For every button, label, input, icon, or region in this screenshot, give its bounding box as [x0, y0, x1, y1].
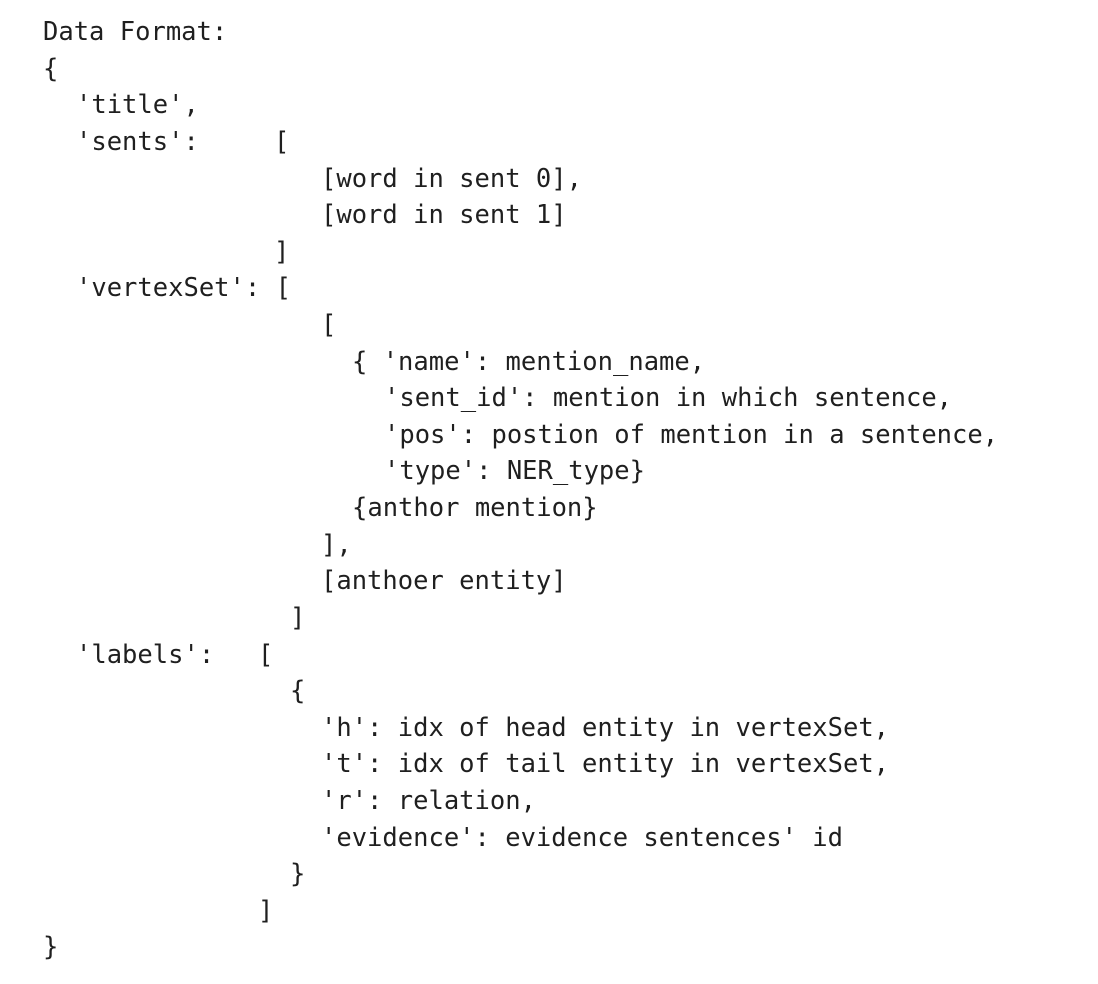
code-line-label-r: 'r': relation, [321, 786, 536, 816]
code-line-labels-close: ] [258, 896, 274, 926]
code-line-close-brace: } [43, 932, 59, 962]
code-line-label-close: } [290, 859, 306, 889]
code-line-vertexset-close: ] [290, 603, 306, 633]
code-line-mention-pos: 'pos': postion of mention in a sentence, [384, 420, 999, 450]
code-line-label-h: 'h': idx of head entity in vertexSet, [321, 713, 890, 743]
code-line-sent-1: [word in sent 1] [321, 200, 567, 230]
code-line-sents-close: ] [274, 237, 290, 267]
code-line-mention-name: { 'name': mention_name, [352, 347, 706, 377]
code-line-another-mention: {anthor mention} [352, 493, 598, 523]
code-line-vertexset-key: 'vertexSet': [ [76, 273, 291, 303]
code-line-labels-key: 'labels': [76, 640, 215, 670]
code-line-label-open: { [290, 676, 306, 706]
code-line-mention-sent-id: 'sent_id': mention in which sentence, [384, 383, 953, 413]
code-line-label-evidence: 'evidence': evidence sentences' id [321, 823, 843, 853]
code-line-mention-type: 'type': NER_type} [384, 456, 645, 486]
code-line-labels-open: [ [258, 640, 274, 670]
code-line-sents-open: [ [274, 127, 290, 157]
code-line-label-t: 't': idx of tail entity in vertexSet, [321, 749, 890, 779]
code-line-open-brace: { [43, 54, 59, 84]
code-line-sents-key: 'sents': [76, 127, 199, 157]
code-line-another-entity: [anthoer entity] [321, 566, 567, 596]
code-line-title-key: 'title', [76, 90, 199, 120]
code-line-sent-0: [word in sent 0], [321, 164, 582, 194]
code-line-heading: Data Format: [43, 17, 228, 47]
code-line-entity-open: [ [321, 310, 337, 340]
code-line-entity-close: ], [321, 530, 352, 560]
